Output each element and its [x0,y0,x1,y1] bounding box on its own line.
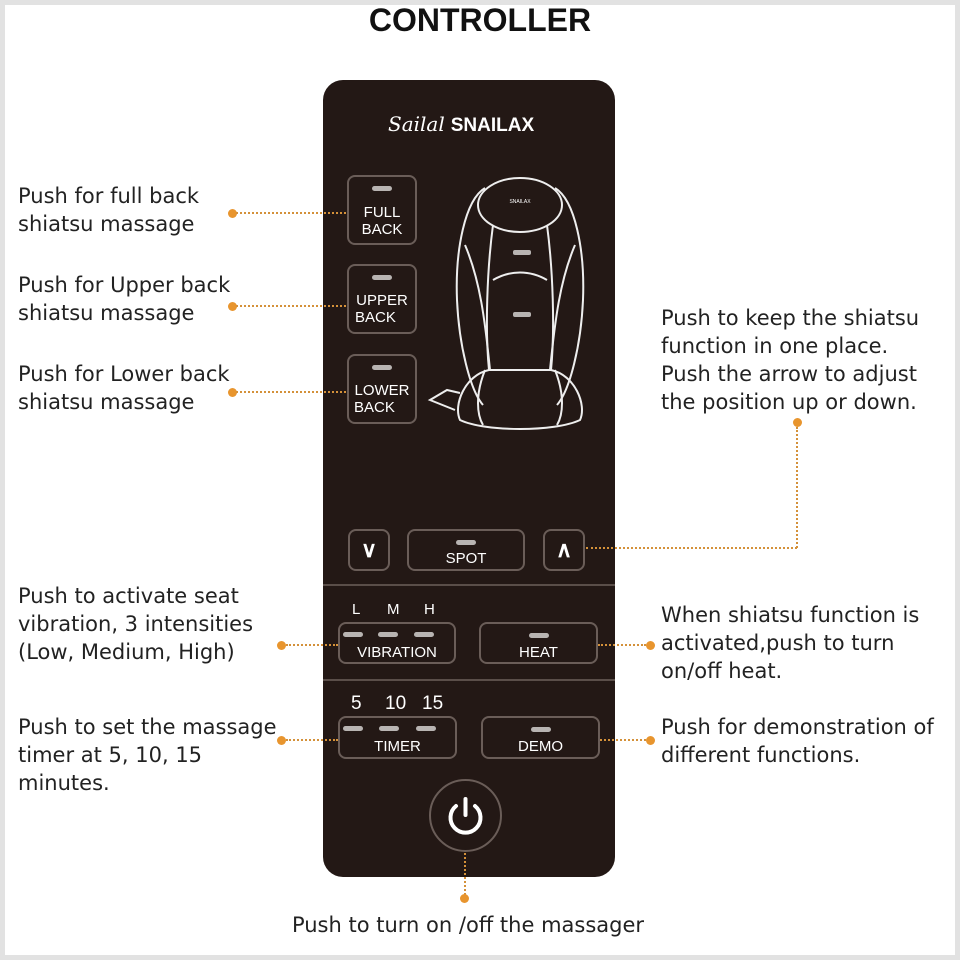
callout-dot [646,641,655,650]
callout-dot [646,736,655,745]
power-icon [448,797,483,835]
indicator-led [456,540,476,545]
indicator-led [414,632,434,637]
brand-name: SNAILAX [450,115,535,136]
button-label: BACK [361,221,403,238]
timer-label-5: 5 [351,693,362,714]
logo-script: Sailal [388,112,445,136]
level-label-low: L [352,601,361,618]
seat-cushion-illustration: SNAILAX [427,177,585,430]
indicator-led [416,726,436,731]
indicator-led [343,632,363,637]
arrow-up-button[interactable]: ∧ [543,529,585,571]
chevron-up-icon: ∧ [555,537,573,562]
level-label-medium: M [387,601,400,618]
button-label: UPPER [356,292,408,309]
chevron-down-icon: ∨ [360,537,378,562]
heat-button[interactable]: HEAT [479,622,598,664]
indicator-led [372,365,392,370]
button-label: TIMER [374,738,421,755]
timer-label-15: 15 [422,693,444,714]
callout-dot [277,736,286,745]
callout-line [286,739,338,741]
button-label: HEAT [519,644,558,661]
timer-button[interactable]: TIMER [338,716,457,759]
indicator-led [372,186,392,191]
note-full-back: Push for full back shiatsu massage [18,184,200,236]
button-label: BACK [354,399,395,416]
note-timer: Push to set the massage timer at 5, 10, … [18,715,277,795]
button-label: VIBRATION [357,644,437,661]
note-heat: When shiatsu function is activated,push … [661,603,920,683]
callout-line [586,547,797,549]
callout-dot [460,894,469,903]
callout-line [464,853,466,895]
diagram-title: CONTROLLER [368,2,592,38]
indicator-led [528,633,549,638]
callout-line [598,644,646,646]
button-label: LOWER [354,382,410,399]
callout-dot [793,418,802,427]
callout-line [236,391,346,393]
indicator-led [343,726,363,731]
callout-line [236,305,346,307]
note-spot: Push to keep the shiatsu function in one… [661,306,920,414]
seat-logo: SNAILAX [509,199,531,205]
callout-dot [228,302,237,311]
indicator-led [378,632,398,637]
callout-line [236,212,346,214]
callout-dot [277,641,286,650]
callout-line [600,739,646,741]
spot-button[interactable]: SPOT [407,529,525,571]
arrow-down-button[interactable]: ∨ [348,529,390,571]
note-upper-back: Push for Upper back shiatsu massage [18,273,231,325]
vibration-button[interactable]: VIBRATION [338,622,456,664]
button-label: FULL [363,204,401,221]
panel-divider [323,679,615,681]
callout-dot [228,388,237,397]
demo-button[interactable]: DEMO [481,716,600,759]
panel-divider [323,584,615,586]
note-demo: Push for demonstration of different func… [661,715,934,767]
note-power: Push to turn on /off the massager [291,913,645,937]
remote-panel [323,80,615,877]
indicator-led [372,275,392,280]
callout-line [796,427,798,548]
level-label-high: H [424,601,435,618]
callout-line [286,644,338,646]
button-label: BACK [355,309,396,326]
callout-dot [228,209,237,218]
timer-label-10: 10 [385,693,407,714]
indicator-led [530,727,551,732]
note-vibration: Push to activate seat vibration, 3 inten… [18,584,254,664]
indicator-led [379,726,399,731]
power-button[interactable] [429,779,502,852]
button-label: DEMO [518,738,563,755]
button-label: SPOT [445,550,487,567]
note-lower-back: Push for Lower back shiatsu massage [18,362,230,414]
